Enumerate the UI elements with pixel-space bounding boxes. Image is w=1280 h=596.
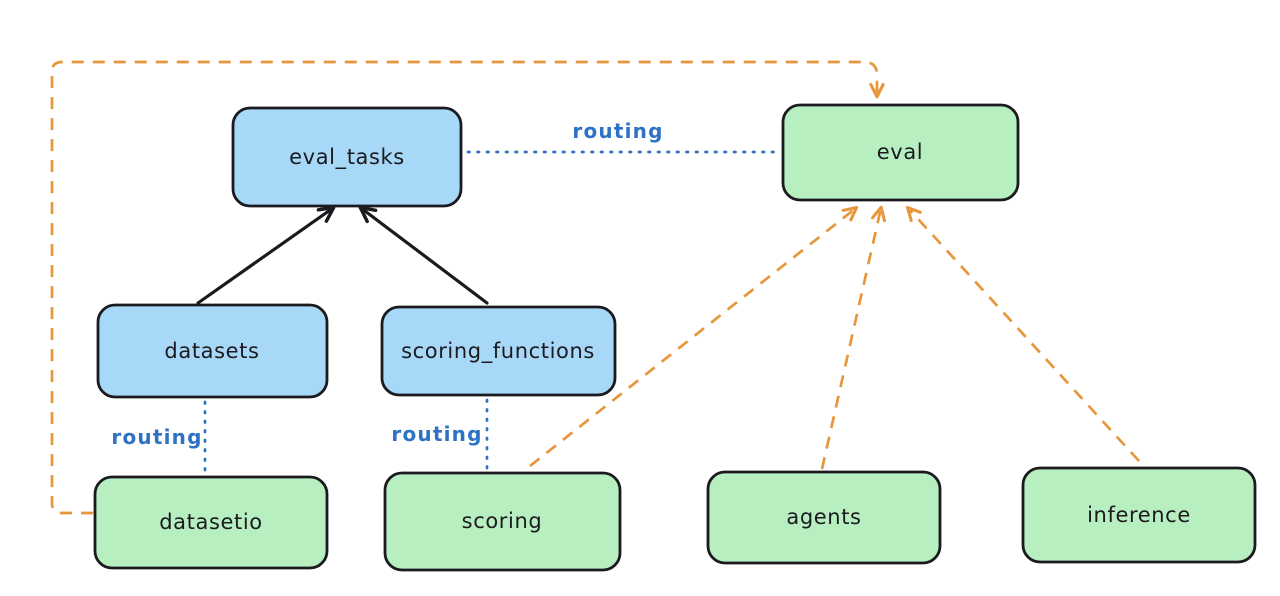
node-inference: inference bbox=[1021, 466, 1257, 564]
node-datasets-box bbox=[96, 303, 329, 399]
node-datasetio-label: datasetio bbox=[159, 510, 262, 534]
node-scoring-functions: scoring_functions bbox=[380, 305, 617, 397]
edge-datasetio-to-eval bbox=[50, 60, 885, 515]
node-eval-tasks-box bbox=[231, 106, 463, 208]
edge-datasets-to-eval-tasks bbox=[196, 205, 336, 305]
edge-scoring-functions-to-eval-tasks bbox=[358, 205, 489, 305]
node-agents-box bbox=[706, 470, 942, 565]
node-eval: eval bbox=[781, 103, 1020, 202]
edge-agents-to-eval bbox=[820, 205, 886, 470]
node-scoring-box bbox=[383, 471, 622, 572]
node-scoring-label: scoring bbox=[462, 509, 543, 533]
node-scoring-functions-label: scoring_functions bbox=[401, 339, 595, 364]
node-eval-box bbox=[781, 103, 1020, 202]
node-scoring-functions-box bbox=[380, 305, 617, 397]
node-eval-tasks: eval_tasks bbox=[231, 106, 463, 208]
node-datasets-label: datasets bbox=[164, 339, 259, 363]
node-scoring: scoring bbox=[383, 471, 622, 572]
edge-label-routing-datasets: routing bbox=[111, 425, 202, 449]
node-eval-tasks-label: eval_tasks bbox=[289, 145, 405, 170]
node-datasetio-box bbox=[93, 475, 329, 570]
edge-label-routing-scoring: routing bbox=[391, 422, 482, 446]
node-agents: agents bbox=[706, 470, 942, 565]
node-datasets: datasets bbox=[96, 303, 329, 399]
node-agents-label: agents bbox=[786, 505, 861, 529]
node-eval-label: eval bbox=[877, 140, 923, 164]
node-inference-box bbox=[1021, 466, 1257, 564]
node-datasetio: datasetio bbox=[93, 475, 329, 570]
node-inference-label: inference bbox=[1087, 503, 1191, 527]
edge-scoring-to-eval bbox=[529, 205, 859, 468]
edge-label-routing-top: routing bbox=[572, 119, 663, 143]
edge-inference-to-eval bbox=[905, 205, 1140, 462]
